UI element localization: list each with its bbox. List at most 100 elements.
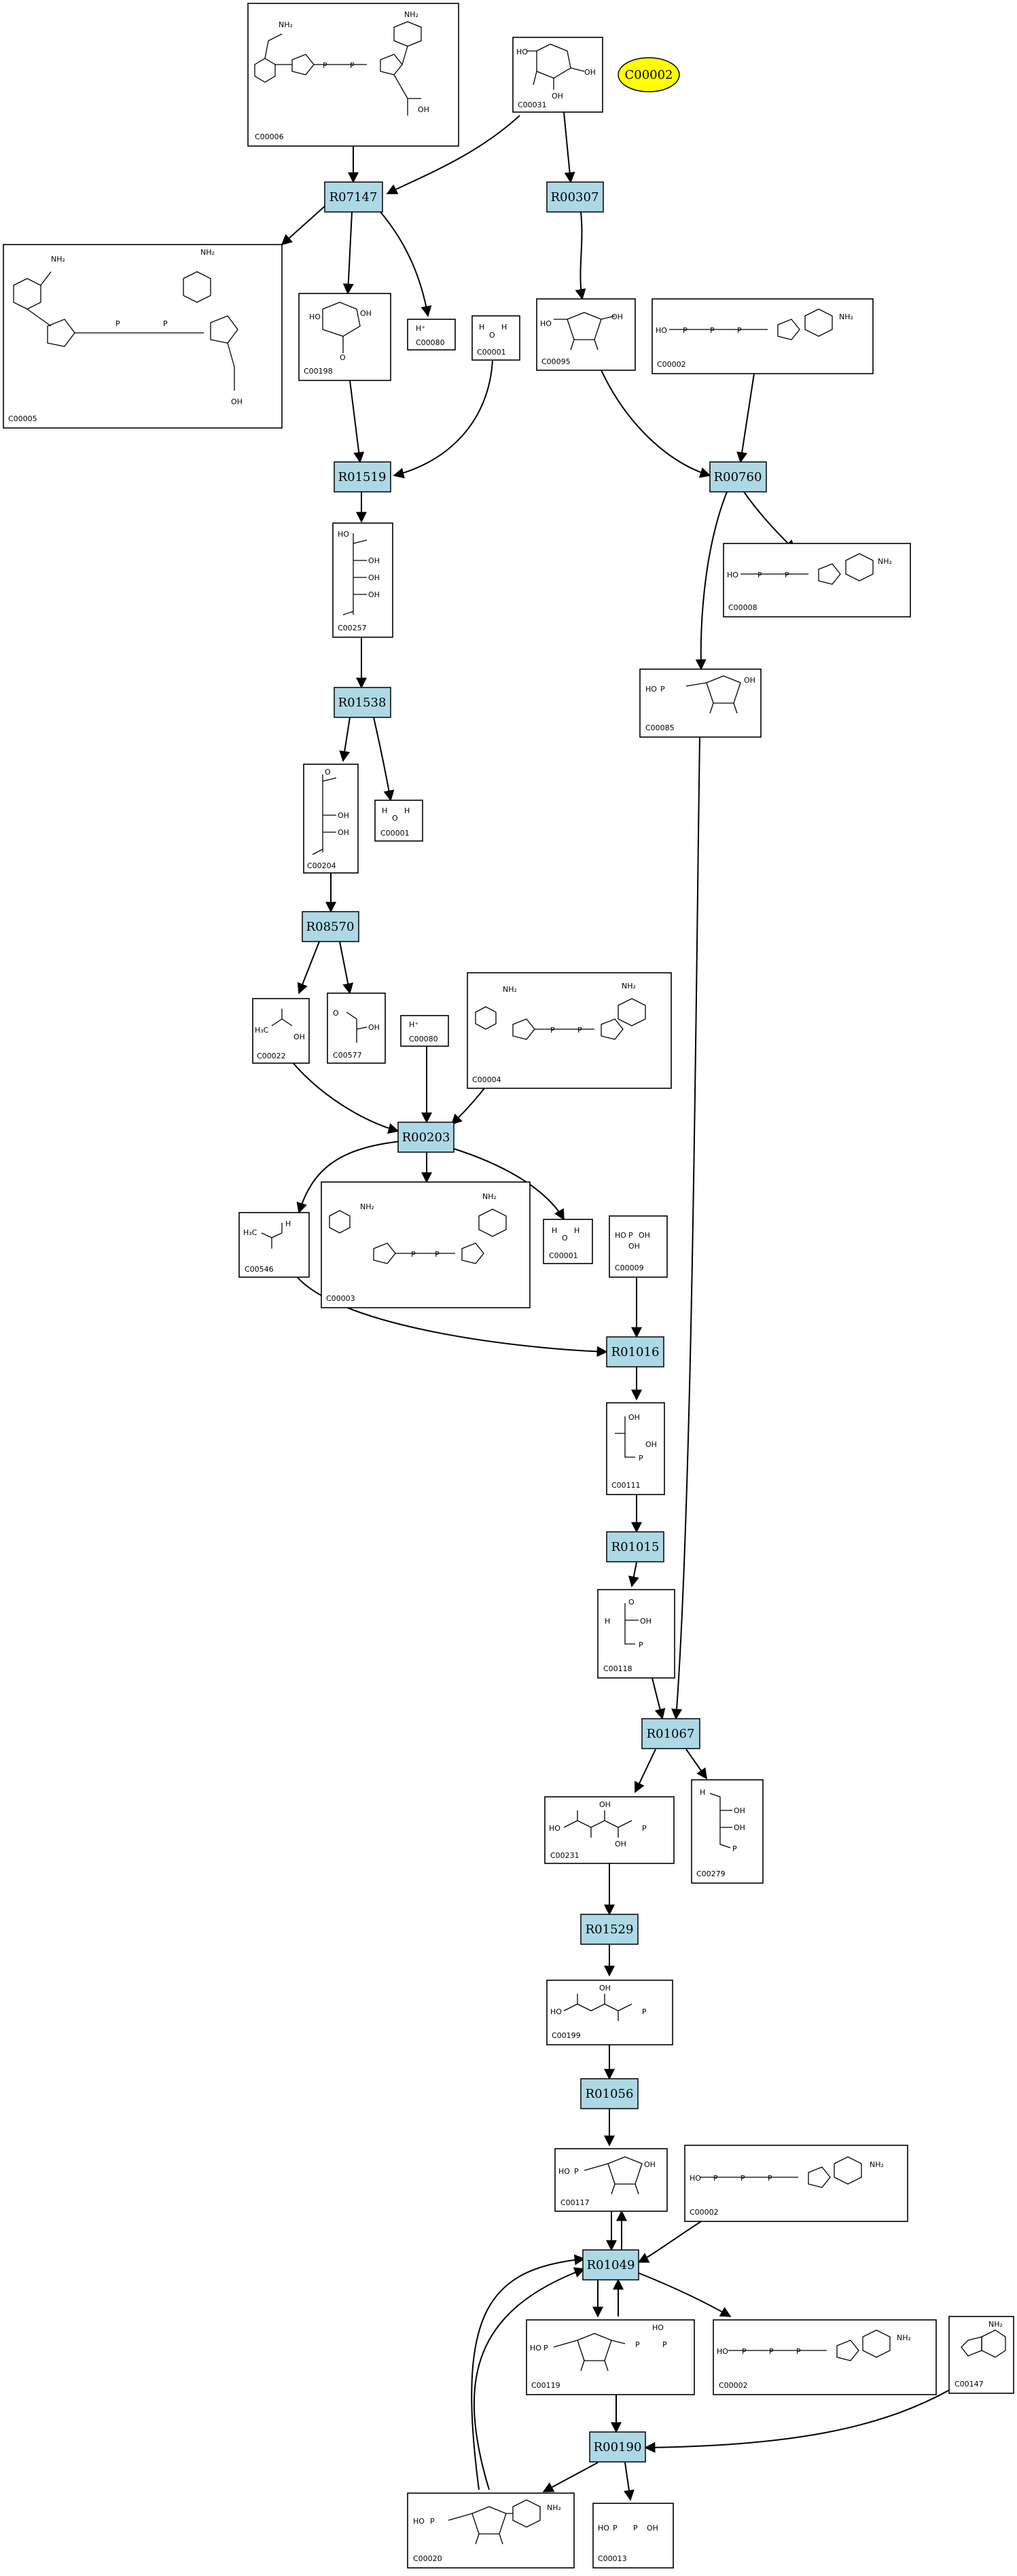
compound-id: C00013: [598, 2554, 627, 2563]
compound-c00199[interactable]: HO OH P C00199: [546, 1980, 673, 2045]
reaction-r00760[interactable]: R00760: [709, 461, 767, 493]
reaction-label: R00760: [714, 470, 762, 484]
edge-r01538-c00001: [373, 717, 395, 802]
compound-c00031[interactable]: HO OH OH C00031: [512, 37, 603, 113]
compound-c00085[interactable]: HO P OH C00085: [639, 668, 762, 738]
reaction-r00203[interactable]: R00203: [397, 1122, 454, 1153]
compound-c00008-a[interactable]: HO P P NH₂ C00008: [723, 543, 911, 618]
oh-label: OH: [368, 573, 380, 582]
compound-c00006-top[interactable]: NH₂ NH₂ P P OH C00006: [247, 3, 459, 147]
glucose-structure-icon: [527, 43, 585, 90]
compound-c00231[interactable]: HO OH OH P C00231: [544, 1796, 675, 1864]
edge-r07147-c00005: [281, 203, 328, 246]
reaction-r01519[interactable]: R01519: [334, 461, 391, 493]
ho-label: HO: [690, 2174, 701, 2183]
p-label: P: [435, 1250, 440, 1259]
compound-c00577[interactable]: O OH C00577: [327, 992, 386, 1064]
compound-c00001-c[interactable]: H O H C00001: [543, 1219, 593, 1264]
edge-r00190-c00013: [624, 2462, 635, 2501]
oh-label: OH: [293, 1033, 305, 1041]
ribose-5-phosphate-structure-icon: [584, 2156, 643, 2195]
oh-label: OH: [640, 1617, 652, 1626]
edge-r01015-c00118: [628, 1562, 639, 1588]
compound-c00257[interactable]: HO OH OH OH C00257: [332, 522, 393, 638]
compound-c00546[interactable]: H₃C H C00546: [238, 1212, 310, 1278]
title-badge[interactable]: C00002: [618, 57, 680, 92]
reaction-r07147[interactable]: R07147: [324, 181, 383, 213]
gluconolactone-structure-icon: [322, 302, 361, 353]
atp-structure-icon: [700, 2156, 862, 2188]
reaction-r01015[interactable]: R01015: [606, 1531, 664, 1562]
p-label: P: [115, 319, 120, 328]
oh-label: OH: [338, 811, 349, 820]
compound-c00111[interactable]: OH P OH C00111: [606, 1402, 665, 1495]
compound-c00009[interactable]: HO P OH OH C00009: [609, 1215, 668, 1278]
compound-c00020[interactable]: HO P NH₂ C00020: [407, 2492, 575, 2569]
reaction-r01538[interactable]: R01538: [334, 687, 391, 718]
ho-label: HO: [558, 2167, 570, 2176]
ho-label: HO: [540, 319, 552, 328]
adp-structure-icon: [741, 553, 874, 585]
p-label: P: [785, 571, 789, 579]
reaction-r01529[interactable]: R01529: [580, 1914, 639, 1945]
p-label: P: [574, 2167, 579, 2176]
compound-id: C00080: [416, 338, 445, 347]
compound-c00198[interactable]: HO OH O C00198: [298, 293, 391, 381]
reaction-r08570[interactable]: R08570: [302, 911, 359, 942]
nh2-label: NH₂: [200, 248, 215, 257]
p-label: P: [430, 2517, 435, 2526]
atp-structure-icon: [728, 2329, 891, 2361]
compound-c00003[interactable]: NH₂ NH₂ P P C00003: [321, 1181, 531, 1308]
glyceraldehyde-3-phosphate-structure-icon: [624, 1603, 639, 1645]
p-label: P: [683, 326, 688, 335]
compound-c00005[interactable]: NH₂ NH₂ P P OH C00005: [3, 244, 283, 429]
p-label: P: [543, 2344, 548, 2353]
compound-c00095[interactable]: HO OH C00095: [536, 298, 636, 371]
reaction-r00190[interactable]: R00190: [589, 2431, 646, 2463]
o-label: O: [392, 814, 398, 823]
compound-c00204[interactable]: O OH OH C00204: [303, 764, 359, 874]
p-label: P: [639, 1454, 643, 1463]
p-label: P: [635, 2340, 640, 2349]
reaction-r01049[interactable]: R01049: [582, 2249, 639, 2280]
compound-c00080-b[interactable]: H⁺ C00080: [400, 1015, 449, 1047]
compound-c00002-a[interactable]: HO P P P NH₂ C00002: [652, 298, 874, 374]
compound-c00117[interactable]: HO P OH C00117: [554, 2148, 668, 2212]
compound-id: C00020: [413, 2554, 442, 2563]
reaction-label: R07147: [329, 190, 378, 204]
compound-c00118[interactable]: O H OH P C00118: [597, 1589, 675, 1679]
compound-c00002-c[interactable]: HO P P P NH₂ C00002: [713, 2319, 937, 2395]
reaction-r01056[interactable]: R01056: [580, 2078, 639, 2109]
compound-c00279[interactable]: H OH OH P C00279: [691, 1779, 764, 1884]
edge-r01538-c00204: [339, 717, 351, 762]
p-label: P: [757, 571, 762, 579]
reaction-r01067[interactable]: R01067: [641, 1718, 700, 1749]
compound-c00004[interactable]: NH₂ NH₂ P P C00004: [467, 972, 672, 1089]
compound-c00022[interactable]: H₃C OH C00022: [252, 998, 310, 1064]
p-label: P: [633, 2524, 638, 2533]
p-label: P: [323, 61, 327, 70]
p-label: P: [613, 2524, 618, 2533]
o-label: O: [325, 768, 331, 776]
compound-c00013[interactable]: HO P P OH C00013: [592, 2503, 674, 2569]
reactions: R07147 R00307 R01519 R00760 R01538 R0857…: [302, 181, 767, 2463]
edge-r08570-c00577: [339, 941, 354, 995]
compound-c00002-b[interactable]: HO P P P NH₂ C00002: [684, 2145, 908, 2222]
compound-c00147[interactable]: NH₂ C00147: [948, 2316, 1014, 2394]
nh2-label: NH₂: [547, 2503, 561, 2512]
compound-c00080-a[interactable]: H⁺ C00080: [407, 319, 456, 351]
compound-id: C00002: [719, 2381, 748, 2390]
reaction-r00307[interactable]: R00307: [546, 181, 604, 213]
compound-c00119[interactable]: HO P P P HO C00119: [526, 2319, 695, 2395]
compound-c00001-a[interactable]: H O H C00001: [471, 315, 520, 361]
reaction-label: R01067: [647, 1727, 695, 1741]
compound-id: C00198: [304, 367, 333, 376]
compound-c00001-b[interactable]: H O H C00001: [374, 800, 423, 842]
reaction-r01016[interactable]: R01016: [606, 1336, 664, 1367]
h-label: H: [404, 806, 410, 815]
amp-structure-icon: [448, 2499, 541, 2545]
compound-id: C00003: [326, 1294, 355, 1303]
ho-label: HO: [652, 2323, 664, 2332]
edge-r07147-c00198: [342, 211, 354, 295]
